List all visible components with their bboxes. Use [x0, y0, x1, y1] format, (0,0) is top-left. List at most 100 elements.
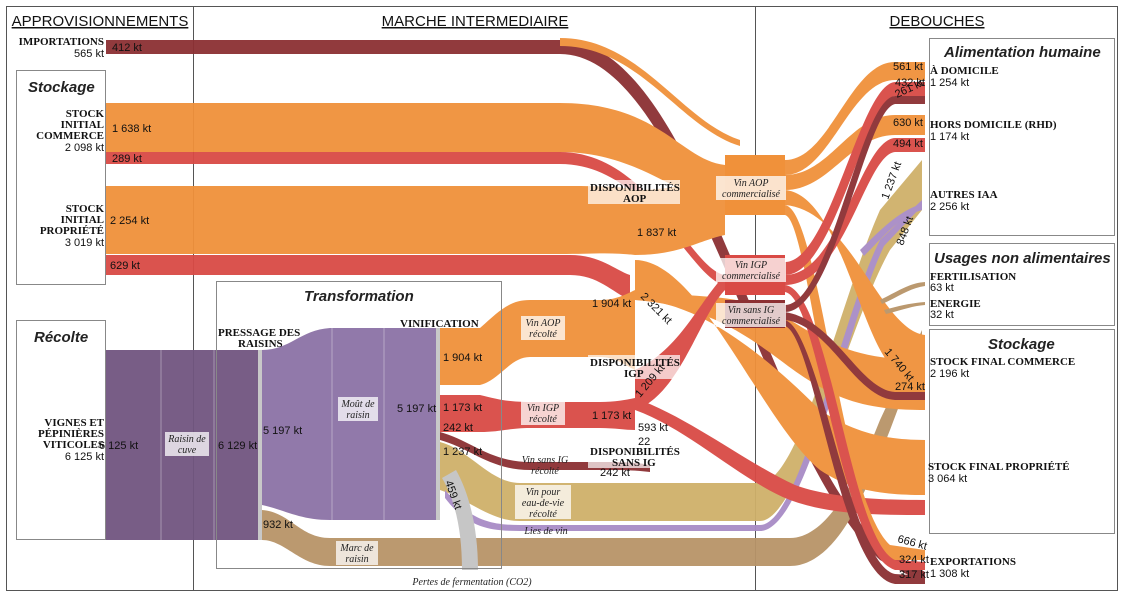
flow-mout [262, 328, 440, 520]
value-importations: 565 kt [74, 48, 104, 60]
value-stock-propriete: 3 019 kt [65, 237, 104, 249]
box-recolte [16, 320, 106, 540]
tag-edv-1: Vin pour [526, 487, 561, 498]
flow-aop-to-dispo [635, 290, 925, 410]
tag-mout-1: Moût de [340, 399, 375, 410]
tag-lies: Lies de vin [523, 526, 567, 537]
fv-dom-432: 432 kt [895, 77, 925, 89]
flow-propriete-aop [106, 186, 635, 255]
flow-fertilisation [880, 282, 925, 304]
value-vignes: 6 125 kt [65, 451, 104, 463]
label-stock-final-commerce: STOCK FINAL COMMERCE [930, 356, 1075, 368]
label-dispo-sans-1: DISPONIBILITÉS [590, 446, 680, 458]
title-recolte: Récolte [34, 329, 88, 346]
value-energie: 32 kt [930, 309, 954, 321]
value-exportations: 1 308 kt [930, 568, 969, 580]
fv-aop-1837: 1 837 kt [637, 227, 676, 239]
bg-tag-mout [338, 397, 378, 421]
value-stock-commerce: 2 098 kt [65, 142, 104, 154]
box-alimentation [929, 38, 1115, 236]
bg-tag-sans-comm [716, 303, 786, 327]
tag-mout-2: raisin [346, 410, 369, 421]
fv-dom-561: 561 kt [893, 61, 923, 73]
bg-tag-marc [336, 541, 378, 565]
tag-sans-rec-2: récolté [531, 466, 559, 477]
label-stock-final-propriete: STOCK FINAL PROPRIÉTÉ [928, 461, 1070, 473]
value-a-domicile: 1 254 kt [930, 77, 969, 89]
fv-sans-242a: 242 kt [443, 422, 473, 434]
fv-rhd-630: 630 kt [893, 117, 923, 129]
flow-aop-rhd [785, 115, 925, 190]
fv-aop-1904b: 1 904 kt [592, 298, 631, 310]
fv-igp-593: 593 kt [638, 422, 668, 434]
label-vignes-1: VIGNES ET [44, 417, 104, 429]
title-alimentation: Alimentation humaine [943, 44, 1101, 61]
label-stock-commerce-3: COMMERCE [36, 130, 104, 142]
tag-aop-comm-1: Vin AOP [734, 178, 769, 189]
bg-dispo-igp [588, 355, 680, 379]
label-dispo-igp-1: DISPONIBILITÉS [590, 357, 680, 369]
fv-commerce-1638: 1 638 kt [112, 123, 151, 135]
label-exportations: EXPORTATIONS [930, 556, 1016, 568]
label-stock-commerce-2: INITIAL [61, 119, 104, 131]
fv-vignes-6125: 6 125 kt [99, 440, 138, 452]
tag-edv-2: eau-de-vie [522, 498, 565, 509]
flow-aop-stock [785, 190, 925, 378]
flows [106, 38, 925, 584]
fv-mout-5197b: 5 197 kt [397, 403, 436, 415]
value-hors-domicile: 1 174 kt [930, 131, 969, 143]
flow-propriete-igp [106, 255, 630, 300]
tag-edv-3: récolté [529, 509, 557, 520]
tag-raisin-2: cuve [178, 445, 197, 456]
fv-aop-1904a: 1 904 kt [443, 352, 482, 364]
value-fertilisation: 63 kt [930, 282, 954, 294]
fv-commerce-289: 289 kt [112, 153, 142, 165]
flow-import-aop [560, 38, 740, 146]
label-vignes-3: VITICOLES [43, 439, 104, 451]
flow-energie [884, 302, 925, 314]
label-pressage-2: RAISINS [238, 338, 283, 350]
bg-tag-edv [515, 485, 571, 519]
flow-commerce-aop [106, 103, 725, 205]
tag-igp-comm-1: Vin IGP [735, 260, 767, 271]
flow-igp-export [785, 285, 925, 570]
label-dispo-igp-2: IGP [624, 368, 644, 380]
box-usages [929, 243, 1115, 326]
fv-propriete-2254: 2 254 kt [110, 215, 149, 227]
label-fertilisation: FERTILISATION [930, 271, 1016, 283]
label-vignes-2: PÉPINIÈRES [38, 428, 104, 440]
fv-marc-932: 932 kt [263, 519, 293, 531]
fv-propriete-629: 629 kt [110, 260, 140, 272]
tag-sans-comm-1: Vin sans IG [728, 305, 774, 316]
fv-small-22: 22 [638, 436, 650, 448]
tag-marc-1: Marc de [339, 543, 374, 554]
bg-dispo-aop [588, 180, 680, 204]
label-stock-commerce-1: STOCK [66, 108, 105, 120]
fv-sans-242b: 242 kt [600, 467, 630, 479]
value-autres-iaa: 2 256 kt [930, 201, 969, 213]
tag-sans-comm-2: commercialisé [722, 316, 781, 327]
flow-iaa-lies [860, 204, 922, 256]
label-stock-propriete-2: INITIAL [61, 214, 104, 226]
box-stockage-right [929, 329, 1115, 534]
tag-raisin-1: Raisin de [167, 434, 206, 445]
bg-tag-aop-rec [521, 316, 565, 340]
fv-edv-1237: 1 237 kt [443, 446, 482, 458]
flow-sans-stock [785, 312, 925, 400]
bg-recolte-title [22, 325, 74, 347]
title-usages: Usages non alimentaires [934, 250, 1111, 267]
bg-stockage-left-title [22, 75, 80, 97]
fv-rhd-494: 494 kt [893, 138, 923, 150]
bg-tag-igp-rec [521, 401, 565, 425]
label-vinification: VINIFICATION [400, 318, 479, 330]
tag-sans-rec-1: Vin sans IG [522, 455, 568, 466]
label-a-domicile: À DOMICILE [930, 65, 999, 77]
title-stockage-right: Stockage [988, 336, 1055, 353]
tag-igp-rec-2: récolté [529, 414, 557, 425]
section-marche: MARCHE INTERMEDIAIRE [382, 13, 569, 30]
label-stock-propriete-3: PROPRIÉTÉ [40, 225, 104, 237]
tag-igp-comm-2: commercialisé [722, 271, 781, 282]
tag-marc-2: raisin [345, 554, 368, 565]
section-approvisionnements: APPROVISIONNEMENTS [12, 13, 189, 30]
